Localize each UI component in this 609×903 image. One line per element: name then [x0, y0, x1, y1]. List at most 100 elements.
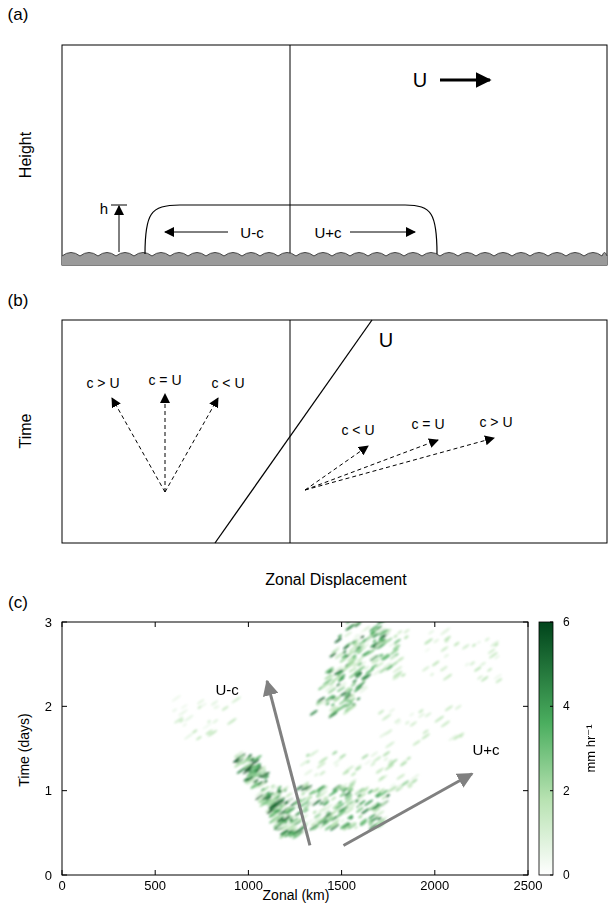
- rain-cell: [394, 643, 399, 647]
- rain-cell: [331, 675, 341, 683]
- rain-cell: [353, 667, 362, 675]
- rain-cell: [462, 643, 471, 650]
- rain-cell: [360, 786, 370, 794]
- rain-cell: [343, 644, 351, 650]
- rain-cell: [303, 783, 310, 789]
- rain-cell: [428, 629, 435, 635]
- rain-cell: [348, 668, 354, 673]
- rain-cell: [345, 623, 355, 631]
- rain-cell: [355, 681, 366, 690]
- panel-a: [62, 45, 607, 265]
- x-tick: [62, 622, 63, 627]
- rain-cell: [336, 704, 346, 712]
- rain-cell: [476, 640, 481, 645]
- rain-cell: [490, 640, 500, 648]
- panel-label: (a): [8, 6, 29, 23]
- rain-cell: [334, 763, 339, 768]
- rain-cell: [324, 684, 335, 692]
- rain-cell: [312, 824, 321, 831]
- rain-cell: [361, 753, 369, 760]
- rain-cell: [379, 731, 388, 739]
- rain-cell: [369, 630, 375, 635]
- x-tick: [341, 622, 342, 627]
- colorbar-tick-label: 2: [563, 785, 570, 797]
- rain-cell: [241, 756, 252, 765]
- rain-cell: [352, 654, 357, 659]
- rain-cell: [278, 804, 286, 811]
- colorbar-tick-label: 6: [563, 616, 570, 628]
- unit-label: mm hr⁻¹: [584, 724, 597, 772]
- rain-cell: [303, 808, 310, 814]
- axis-label: Zonal (km): [263, 888, 330, 902]
- rain-cell: [278, 785, 289, 793]
- rain-cell: [443, 653, 449, 658]
- rain-cell: [253, 778, 260, 784]
- rain-cell: [285, 792, 293, 798]
- rain-cell: [430, 672, 435, 677]
- rain-cell: [378, 775, 385, 781]
- rain-cell: [342, 825, 350, 832]
- rain-cell: [312, 810, 317, 814]
- rain-cell: [347, 814, 354, 820]
- rain-cell: [354, 825, 359, 829]
- rain-cell: [410, 773, 420, 781]
- rain-cell: [357, 655, 365, 662]
- rain-cell: [328, 711, 338, 719]
- rain-cell: [481, 661, 487, 666]
- rain-cell: [180, 703, 188, 710]
- front-path: [305, 446, 368, 490]
- rain-cell: [331, 750, 337, 755]
- rain-cell: [358, 815, 363, 819]
- rain-cell: [314, 812, 322, 819]
- rain-cell: [339, 657, 347, 664]
- rain-cell: [195, 735, 202, 741]
- rain-cell: [357, 793, 362, 798]
- panel-label: (b): [8, 292, 29, 309]
- rain-cell: [350, 771, 356, 776]
- rain-cell: [487, 667, 493, 672]
- rain-cell: [335, 645, 341, 650]
- ocean-surface: [62, 256, 607, 265]
- x-tick: [434, 870, 435, 875]
- rain-cell: [358, 814, 363, 819]
- speed-label: c = U: [411, 417, 444, 431]
- rain-cell: [338, 682, 348, 690]
- rain-cell: [424, 711, 432, 717]
- rain-cell: [318, 756, 329, 765]
- tick-label: 2: [45, 700, 52, 713]
- waves: [62, 253, 607, 257]
- precipitation: [171, 622, 503, 840]
- rain-cell: [394, 718, 401, 724]
- rain-cell: [424, 637, 434, 645]
- center-line: [290, 320, 291, 543]
- panel-c: [62, 618, 553, 875]
- rain-cell: [364, 759, 372, 766]
- colorbar-tick: [550, 622, 553, 623]
- rain-cell: [178, 708, 189, 717]
- rain-cell: [374, 661, 384, 669]
- rain-cell: [231, 696, 242, 704]
- rain-cell: [424, 647, 430, 653]
- rain-cell: [315, 700, 321, 705]
- rain-cell: [340, 783, 348, 790]
- y-tick: [62, 790, 67, 791]
- rain-cell: [403, 628, 410, 634]
- rain-cell: [372, 639, 377, 643]
- rain-cell: [299, 759, 309, 767]
- rain-cell: [341, 666, 346, 671]
- rain-cell: [368, 813, 377, 820]
- rain-cell: [398, 786, 403, 791]
- y-tick: [62, 875, 67, 876]
- rain-cell: [397, 630, 403, 635]
- rain-cell: [263, 779, 268, 783]
- rain-cell: [318, 807, 327, 814]
- x-tick: [528, 622, 529, 627]
- x-tick: [155, 622, 156, 627]
- rain-cell: [356, 697, 361, 701]
- u-minus-c-arrow: [267, 681, 310, 845]
- rain-cell: [339, 753, 347, 759]
- rain-cell: [381, 713, 392, 722]
- rain-cell: [347, 704, 357, 712]
- rain-cell: [444, 635, 452, 642]
